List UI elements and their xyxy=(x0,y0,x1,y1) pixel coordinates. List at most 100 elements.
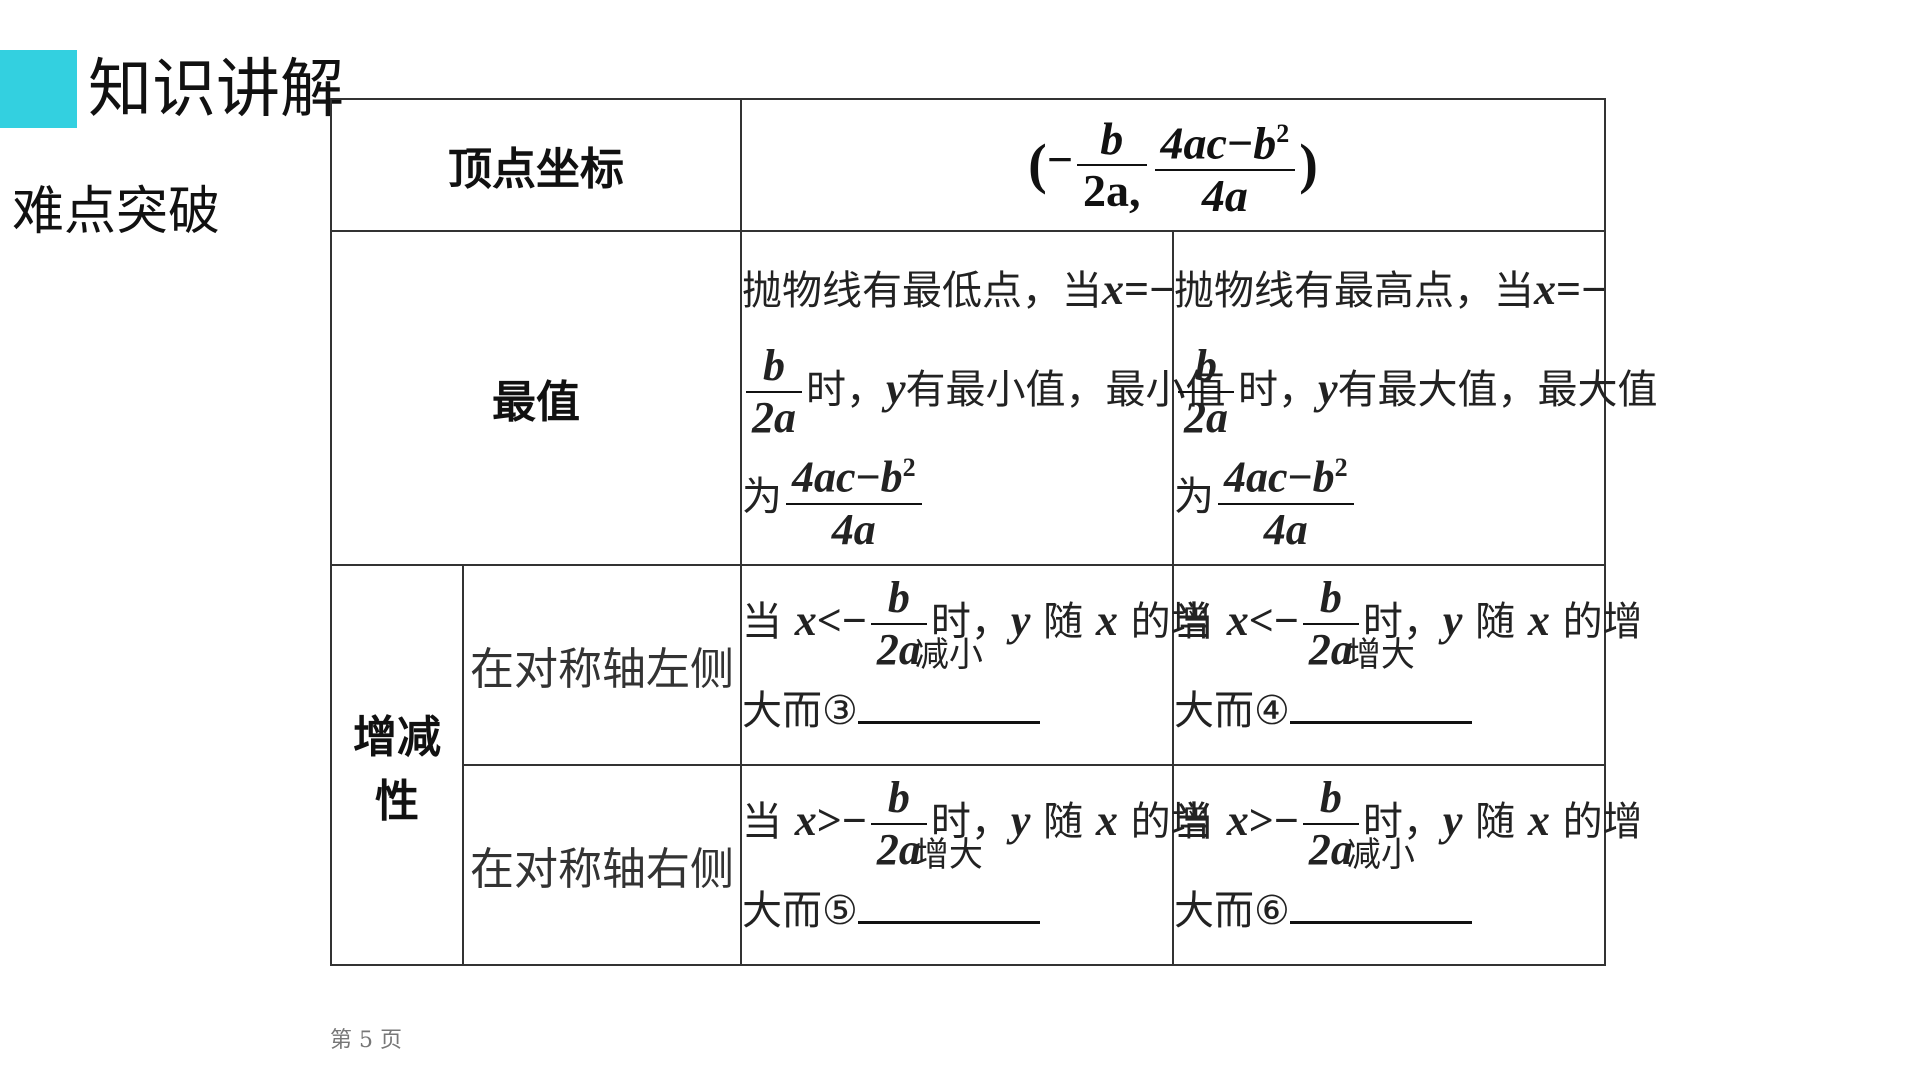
frac-numerator: b xyxy=(1302,573,1359,625)
answer-blank-4[interactable]: 增大 xyxy=(1289,635,1472,724)
minus-sign: − xyxy=(1287,452,1313,502)
answer-blank-6[interactable]: 减小 xyxy=(1289,835,1472,924)
frac-numerator: 4ac−b2 xyxy=(1218,443,1354,505)
answer-text: 增大 xyxy=(914,835,983,875)
cell-line: 大而③ 减小 xyxy=(742,635,1172,757)
text: 当 xyxy=(742,799,782,845)
answer-blank-3[interactable]: 减小 xyxy=(857,635,1040,724)
frac-numerator: b xyxy=(870,573,927,625)
text: 大而③ xyxy=(742,688,858,734)
text: 当 xyxy=(742,599,782,645)
close-paren: ) xyxy=(1299,134,1318,196)
var-x: x xyxy=(1095,596,1118,645)
frac-denominator: 4a xyxy=(1263,504,1308,554)
open-paren: ( xyxy=(1028,134,1047,196)
operator: <− xyxy=(816,596,867,645)
frac-denominator: 2a xyxy=(752,393,796,443)
vertex-label: 顶点坐标 xyxy=(330,98,742,232)
operator: <− xyxy=(1248,596,1299,645)
var-x: x xyxy=(1226,596,1249,645)
frac-denominator: 2a, xyxy=(1077,166,1147,216)
answer-blank-5[interactable]: 增大 xyxy=(857,835,1040,924)
frac-numerator: b xyxy=(870,773,927,825)
text: 有最大值，最大值 xyxy=(1337,367,1658,414)
exponent: 2 xyxy=(1334,453,1348,483)
answer-text: 减小 xyxy=(914,635,983,675)
page-number: 第 5 页 xyxy=(330,1022,402,1054)
frac-numerator: b xyxy=(1178,341,1234,394)
text: 时， xyxy=(1362,799,1443,845)
text: 随 xyxy=(1475,599,1516,645)
text: 随 xyxy=(1043,799,1084,845)
frac-denominator: 4a xyxy=(1201,169,1248,221)
section-accent-bar xyxy=(0,50,77,128)
text: 时， xyxy=(1238,367,1318,414)
text: 有最小值，最小值 xyxy=(905,367,1226,414)
section-title: 知识讲解 xyxy=(88,53,344,127)
minus-sign: − xyxy=(1226,117,1254,169)
minus-sign: − xyxy=(1046,134,1074,186)
var-y: y xyxy=(1010,596,1031,645)
page-prefix: 第 xyxy=(330,1028,353,1053)
cell-line: 抛物线有最高点，当x=− xyxy=(1174,241,1606,340)
equals-minus: =− xyxy=(1124,265,1175,315)
operator: >− xyxy=(816,796,867,845)
text: 大而⑥ xyxy=(1174,888,1290,934)
frac-numerator: b xyxy=(746,341,802,394)
text: 时， xyxy=(806,367,886,414)
text: 的增 xyxy=(1562,799,1643,845)
var-y: y xyxy=(1442,796,1463,845)
frac-den-text: 2a xyxy=(1083,165,1130,216)
var-y: y xyxy=(1442,596,1463,645)
text: 抛物线有最高点，当 xyxy=(1174,268,1534,315)
comma: , xyxy=(1129,165,1141,216)
term-4ac: 4ac xyxy=(1224,452,1288,502)
var-x: x xyxy=(1102,265,1124,315)
text: 的增 xyxy=(1562,599,1643,645)
exponent: 2 xyxy=(1276,119,1290,149)
cell-line: 大而⑥ 减小 xyxy=(1174,835,1604,957)
term-b: b xyxy=(1312,452,1335,502)
page-suffix: 页 xyxy=(380,1028,403,1053)
frac-denominator: 2a xyxy=(876,825,921,874)
var-x: x xyxy=(1226,796,1249,845)
text: 为 xyxy=(1174,474,1214,520)
text: 抛物线有最低点，当 xyxy=(742,268,1102,315)
text: 时， xyxy=(1362,599,1443,645)
text: 随 xyxy=(1475,799,1516,845)
text: 的增 xyxy=(1130,799,1211,845)
var-x: x xyxy=(794,796,817,845)
frac-numerator: b xyxy=(1302,773,1359,825)
text: 为 xyxy=(742,474,782,520)
var-x: x xyxy=(1534,265,1556,315)
minus-sign: − xyxy=(855,452,881,502)
answer-text: 减小 xyxy=(1346,835,1415,875)
subsection-title: 难点突破 xyxy=(12,182,221,242)
var-x: x xyxy=(794,596,817,645)
